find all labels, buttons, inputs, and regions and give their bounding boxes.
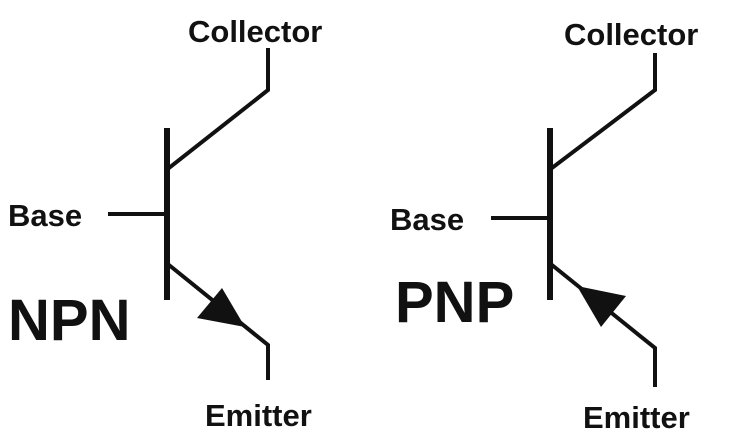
npn-collector-label: Collector — [188, 14, 322, 49]
pnp-emitter-arrow — [577, 286, 626, 327]
npn-base-label: Base — [8, 198, 82, 233]
pnp-emitter-label: Emitter — [583, 400, 690, 435]
npn-emitter-arrow — [197, 288, 245, 327]
npn-emitter-label: Emitter — [205, 398, 312, 433]
npn-emitter-wire — [166, 262, 270, 380]
npn-type-label: NPN — [8, 288, 130, 353]
pnp-base-label: Base — [390, 202, 464, 237]
pnp-collector-wire — [549, 53, 657, 171]
pnp-emitter-wire — [549, 262, 657, 387]
npn-symbol: Collector Base NPN Emitter — [8, 14, 322, 433]
pnp-collector-label: Collector — [564, 17, 698, 52]
pnp-symbol: Collector Base PNP Emitter — [390, 17, 698, 435]
pnp-type-label: PNP — [395, 270, 514, 335]
npn-collector-wire — [166, 48, 270, 171]
